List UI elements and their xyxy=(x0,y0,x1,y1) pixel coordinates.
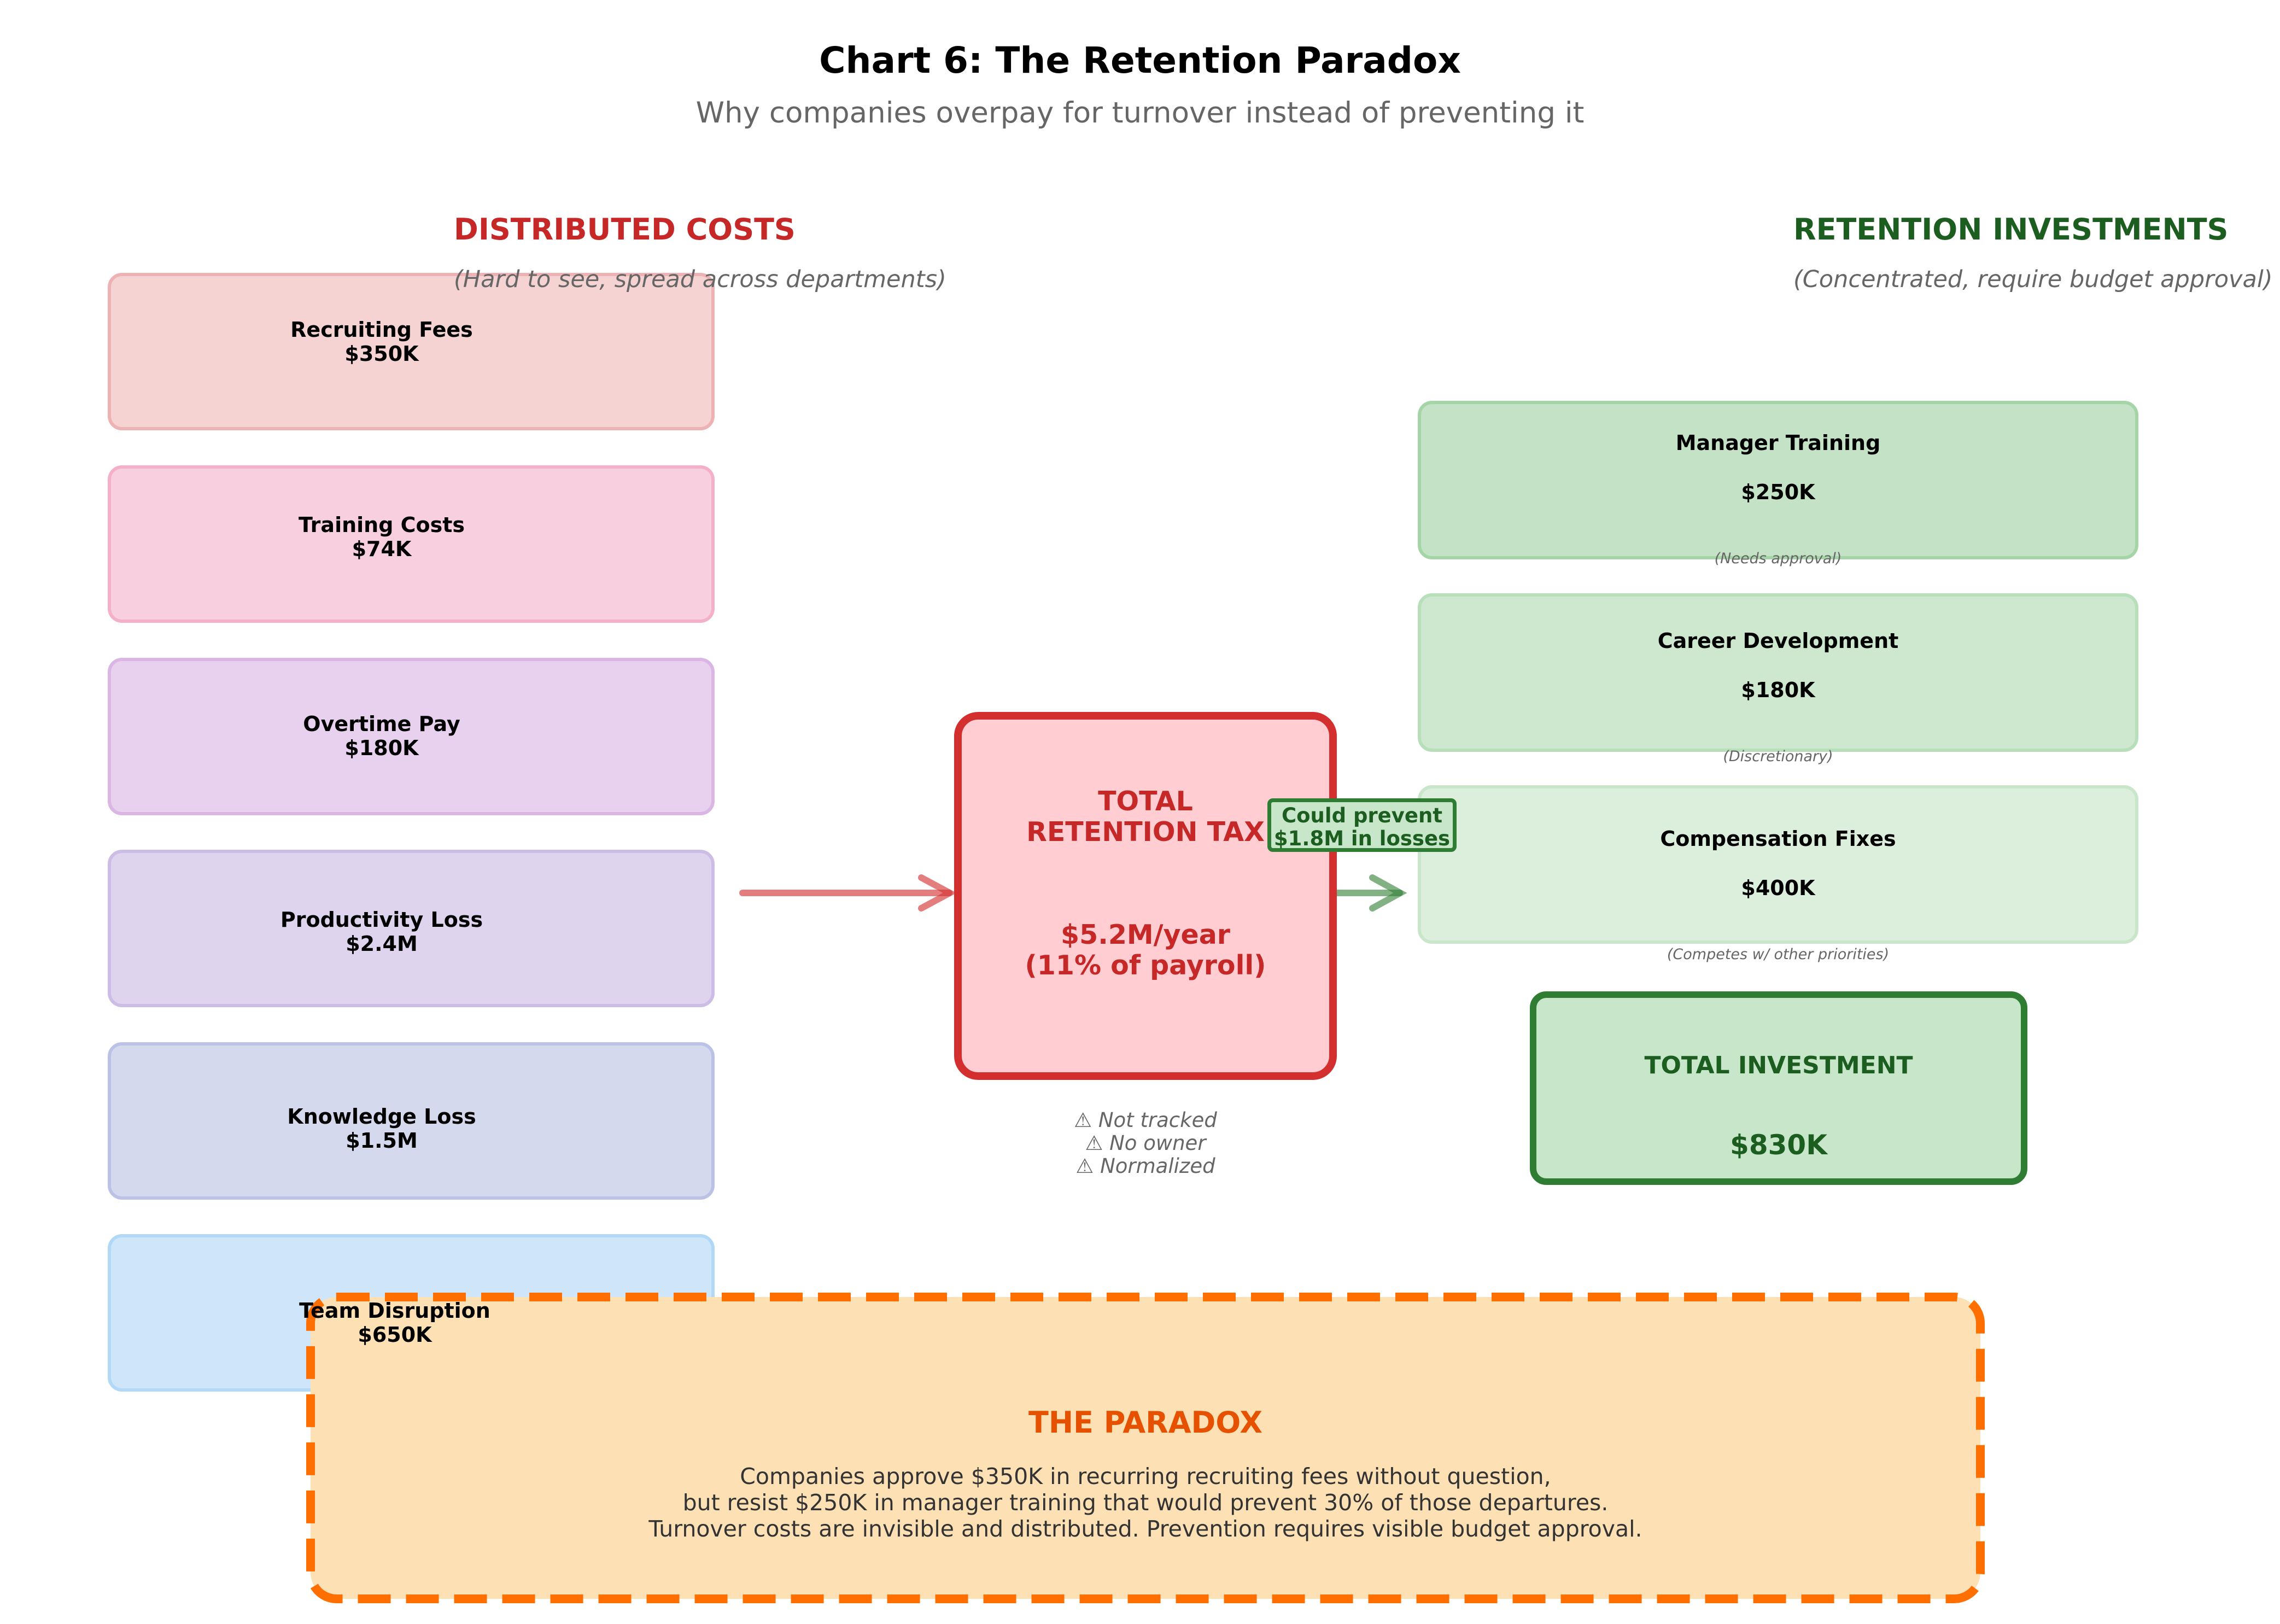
investment-value: $250K xyxy=(1741,480,1815,504)
distributed-costs-heading: DISTRIBUTED COSTS xyxy=(454,212,796,247)
paradox-line: but resist $250K in manager training tha… xyxy=(682,1489,1609,1516)
warning-not-tracked: ⚠ Not tracked xyxy=(1074,1108,1217,1132)
investment-note: (Competes w/ other priorities) xyxy=(1667,946,1890,963)
cost-name: Productivity Loss xyxy=(280,908,483,932)
paradox-body: Companies approve $350K in recurring rec… xyxy=(309,1463,1981,1542)
tax-title-line2: RETENTION TAX xyxy=(1026,816,1265,848)
cost-box-training-costs: Training Costs $74K xyxy=(108,465,715,623)
callout-line1: Could prevent xyxy=(1281,804,1443,827)
warning-no-owner: ⚠ No owner xyxy=(1085,1131,1206,1155)
cost-name: Training Costs xyxy=(298,513,465,537)
cost-box-productivity-loss: Productivity Loss $2.4M xyxy=(108,850,715,1007)
arrow-costs-to-tax xyxy=(739,874,957,912)
chart-subtitle: Why companies overpay for turnover inste… xyxy=(695,96,1585,130)
tax-warnings: ⚠ Not tracked ⚠ No owner ⚠ Normalized xyxy=(954,1109,1337,1178)
tax-value: $5.2M/year xyxy=(1061,919,1230,950)
investment-name: Career Development xyxy=(1657,629,1899,653)
retention-investments-subheading: (Concentrated, require budget approval) xyxy=(1793,266,2273,293)
paradox-line: Turnover costs are invisible and distrib… xyxy=(648,1516,1642,1542)
investment-box-manager-training xyxy=(1418,401,2138,559)
warning-normalized: ⚠ Normalized xyxy=(1075,1154,1215,1178)
cost-box-recruiting-fees: Recruiting Fees $350K xyxy=(108,273,715,430)
investment-note: (Discretionary) xyxy=(1723,748,1833,765)
total-investment-box: TOTAL INVESTMENT $830K xyxy=(1530,991,2027,1185)
tax-title-line1: TOTAL xyxy=(1098,786,1193,817)
cost-value: $2.4M xyxy=(346,932,418,956)
could-prevent-callout: Could prevent $1.8M in losses xyxy=(1267,798,1457,852)
cost-value: $1.5M xyxy=(346,1129,418,1153)
total-investment-value: $830K xyxy=(1730,1129,1827,1161)
investment-box-compensation-fixes xyxy=(1418,785,2138,944)
callout-line2: $1.8M in losses xyxy=(1273,827,1451,850)
cost-name: Knowledge Loss xyxy=(287,1105,476,1129)
total-investment-label: TOTAL INVESTMENT xyxy=(1644,1051,1913,1079)
investment-box-career-development xyxy=(1418,593,2138,752)
investment-value: $400K xyxy=(1741,876,1815,900)
paradox-title: THE PARADOX xyxy=(1028,1405,1262,1440)
total-retention-tax-box: TOTAL RETENTION TAX $5.2M/year (11% of p… xyxy=(954,712,1337,1080)
cost-value: $180K xyxy=(344,736,419,760)
cost-box-overtime-pay: Overtime Pay $180K xyxy=(108,658,715,815)
distributed-costs-subheading: (Hard to see, spread across departments) xyxy=(454,266,946,293)
paradox-line: Companies approve $350K in recurring rec… xyxy=(740,1463,1551,1489)
cost-value: $650K xyxy=(358,1323,432,1347)
cost-name: Overtime Pay xyxy=(303,712,460,736)
retention-investments-heading: RETENTION INVESTMENTS xyxy=(1793,212,2229,247)
investment-name: Compensation Fixes xyxy=(1660,827,1896,851)
paradox-section: THE PARADOX Companies approve $350K in r… xyxy=(309,1296,1981,1601)
cost-value: $74K xyxy=(352,537,412,561)
cost-name: Recruiting Fees xyxy=(290,318,473,342)
chart-title: Chart 6: The Retention Paradox xyxy=(819,39,1461,81)
cost-value: $350K xyxy=(344,342,419,366)
cost-box-knowledge-loss: Knowledge Loss $1.5M xyxy=(108,1042,715,1200)
cost-name: Team Disruption xyxy=(299,1299,490,1323)
cost-label-team-disruption: Team Disruption $650K xyxy=(121,1299,668,1347)
investment-note: (Needs approval) xyxy=(1714,550,1842,567)
tax-payroll-share: (11% of payroll) xyxy=(1025,950,1266,981)
investment-name: Manager Training xyxy=(1675,431,1881,455)
investment-value: $180K xyxy=(1741,678,1815,702)
